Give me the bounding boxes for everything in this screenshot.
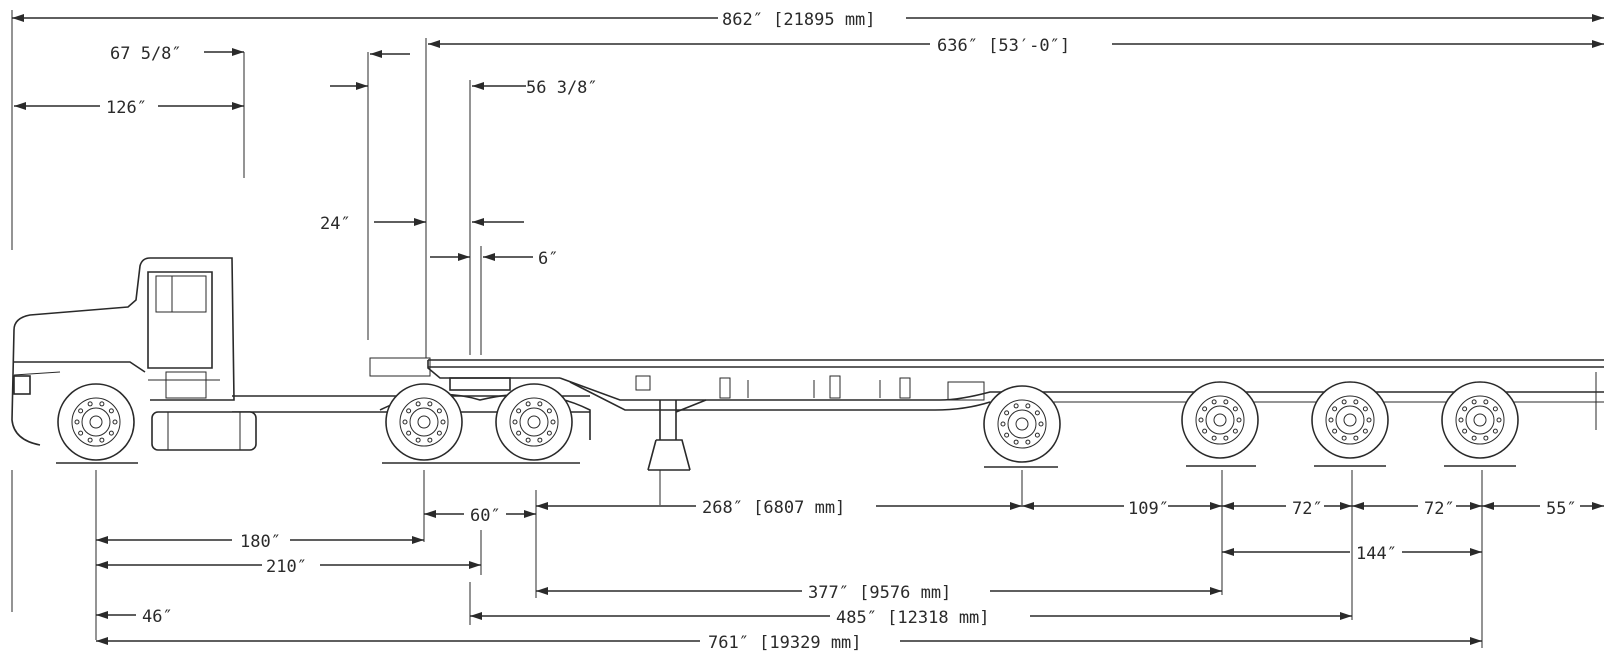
dim-rear-overhang (1482, 502, 1604, 510)
label-kingpin-offset: 56 3/8″ (526, 78, 598, 98)
trailer-wheel-1 (1181, 381, 1259, 459)
dim-axle-group (1222, 548, 1482, 556)
lift-axle-wheel (983, 385, 1061, 463)
dim-bumper-to-cab (14, 102, 244, 110)
ground-pads (56, 462, 1516, 468)
dim-kingpin-to-first-axle (536, 587, 1222, 595)
dimension-labels: 862″ [21895 mm] 636″ [53′-0″] 67 5/8″ 12… (106, 10, 1577, 652)
drive-wheel-2 (495, 383, 573, 461)
label-tandem-spread: 60″ (470, 506, 501, 526)
dim-kingpin-to-landing (536, 502, 1022, 510)
dim-tractor-tandem (96, 561, 481, 569)
label-kingpin-to-third-axle: 485″ [12318 mm] (836, 608, 990, 628)
dim-trailer-front-arrow (330, 82, 368, 90)
trailer-wheel-2 (1311, 381, 1389, 459)
dim-steer-to-rear-axle (96, 637, 1482, 645)
dim-fifth-wheel-gap-arrow (374, 218, 426, 226)
label-fifth-wheel-gap: 24″ (320, 214, 351, 234)
dim-axle-spacing-2 (1352, 502, 1482, 510)
label-cab-front-offset: 67 5/8″ (110, 44, 182, 64)
trailer-wheel-3 (1441, 381, 1519, 459)
label-steer-to-rear-axle: 761″ [19329 mm] (708, 633, 862, 652)
wheels (57, 381, 1519, 463)
label-axle-group: 144″ (1356, 544, 1397, 564)
label-axle-spacing-2: 72″ (1424, 499, 1455, 519)
label-bumper-to-cab: 126″ (106, 98, 147, 118)
dim-overall-length (12, 14, 1604, 22)
dim-trailer-length (428, 40, 1604, 48)
label-front-overhang: 46″ (142, 607, 173, 627)
dim-fifth-wheel-gap-arrow-2 (472, 218, 524, 226)
label-rear-overhang: 55″ (1546, 499, 1577, 519)
dim-lift-to-axle (1022, 502, 1222, 510)
label-kingpin-to-landing: 268″ [6807 mm] (702, 498, 845, 518)
label-axle-spacing-1: 72″ (1292, 499, 1323, 519)
dim-kingpin-to-third-axle (470, 612, 1352, 620)
dim-setback-arrow-right (483, 253, 533, 261)
label-lift-to-axle: 109″ (1128, 499, 1169, 519)
label-overall-length: 862″ [21895 mm] (722, 10, 876, 30)
label-tractor-wheelbase: 180″ (240, 532, 281, 552)
dim-setback-arrow-left (430, 253, 470, 261)
dim-kingpin-offset-arrow (472, 82, 526, 90)
label-kingpin-to-first-axle: 377″ [9576 mm] (808, 583, 951, 603)
dimension-lines (11, 10, 1604, 648)
dim-tractor-wheelbase (96, 536, 424, 544)
dim-axle-spacing-1 (1222, 502, 1352, 510)
label-tractor-tandem: 210″ (266, 557, 307, 577)
label-trailer-length: 636″ [53′-0″] (937, 36, 1070, 56)
dim-cab-front-offset-arrow (204, 48, 244, 56)
dim-front-overhang-arrow (96, 611, 136, 619)
label-setback: 6″ (538, 249, 558, 269)
drive-wheel-1 (385, 383, 463, 461)
dim-trailer-front-arrow-2 (370, 50, 410, 58)
steer-wheel (57, 383, 135, 461)
dim-tandem-spread (424, 510, 536, 518)
